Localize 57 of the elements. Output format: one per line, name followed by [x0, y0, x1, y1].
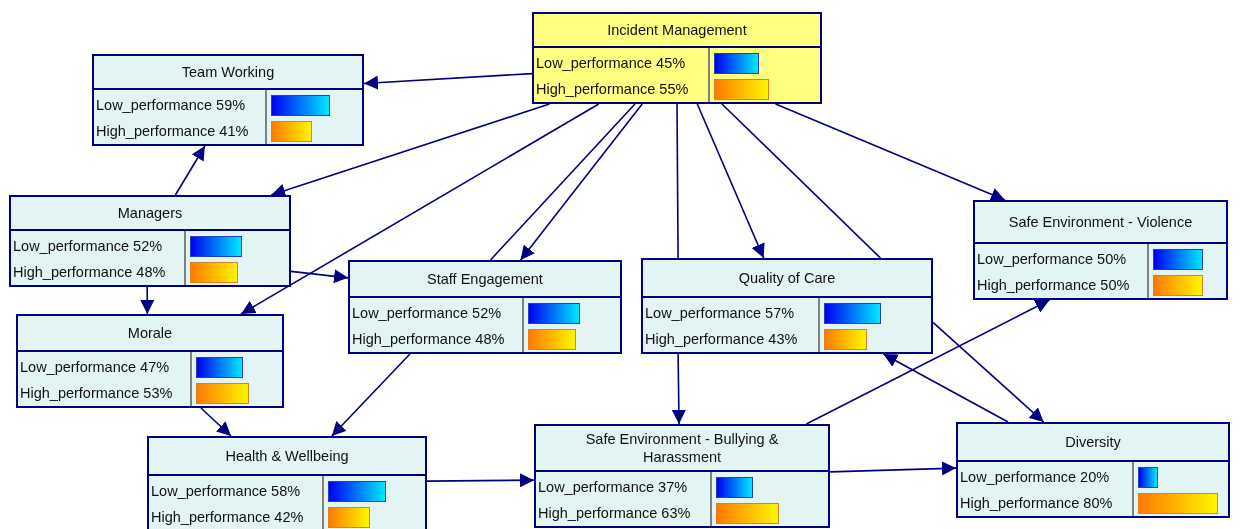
arrow: [331, 353, 411, 437]
arrow: [270, 103, 551, 198]
arrow: [671, 353, 686, 425]
state-probability: High_performance 50%: [977, 276, 1130, 295]
node-box: [973, 200, 1228, 300]
arrow: [363, 72, 533, 90]
state-probability: Low_performance 50%: [977, 250, 1127, 269]
node-box: [348, 260, 622, 354]
state-probability: Low_performance 45%: [536, 54, 686, 73]
arrow: [696, 103, 765, 259]
arrow: [290, 269, 349, 284]
node-title: Safe Environment - Violence: [1008, 212, 1193, 232]
state-probability: Low_performance 52%: [352, 304, 502, 323]
arrow: [519, 103, 643, 261]
arrow: [200, 407, 232, 437]
state-probability: High_performance 41%: [96, 122, 249, 141]
arrow: [140, 286, 155, 315]
state-probability: High_performance 42%: [151, 508, 304, 527]
node-title: Incident Management: [607, 20, 747, 40]
state-probability: Low_performance 20%: [960, 468, 1110, 487]
node-box: [9, 195, 291, 287]
node-box: [532, 12, 822, 104]
node-title: Diversity: [1065, 432, 1121, 452]
node-box: [534, 424, 830, 528]
node-box: [641, 258, 933, 354]
node-title: Staff Engagement: [427, 269, 543, 289]
state-probability: High_performance 48%: [13, 263, 166, 282]
state-probability: High_performance 53%: [20, 384, 173, 403]
state-probability: Low_performance 52%: [13, 237, 163, 256]
node-box: [16, 314, 284, 408]
node-box: [92, 54, 364, 146]
node-title: Managers: [117, 203, 183, 223]
state-probability: Low_performance 57%: [645, 304, 795, 323]
state-probability: High_performance 55%: [536, 80, 689, 99]
node-title: Morale: [127, 323, 173, 343]
state-probability: High_performance 48%: [352, 330, 505, 349]
state-probability: Low_performance 59%: [96, 96, 246, 115]
arrow: [174, 145, 206, 196]
node-title: Quality of Care: [738, 268, 836, 288]
state-probability: Low_performance 58%: [151, 482, 301, 501]
arrow: [805, 299, 1051, 425]
node-box: [956, 422, 1230, 518]
state-probability: High_performance 63%: [538, 504, 691, 523]
node-title: Team Working: [181, 62, 275, 82]
node-box: [147, 436, 427, 529]
arrow: [882, 353, 1009, 423]
state-probability: High_performance 80%: [960, 494, 1113, 513]
arrow: [829, 461, 957, 476]
node-title: Safe Environment - Bullying & Harassment: [584, 429, 780, 467]
state-probability: Low_performance 47%: [20, 358, 170, 377]
state-probability: Low_performance 37%: [538, 478, 688, 497]
arrow: [774, 103, 1006, 202]
arrow: [240, 103, 600, 315]
arrow: [932, 321, 1045, 423]
state-probability: High_performance 43%: [645, 330, 798, 349]
node-title: Health & Wellbeing: [225, 446, 349, 466]
arrow: [426, 473, 535, 488]
